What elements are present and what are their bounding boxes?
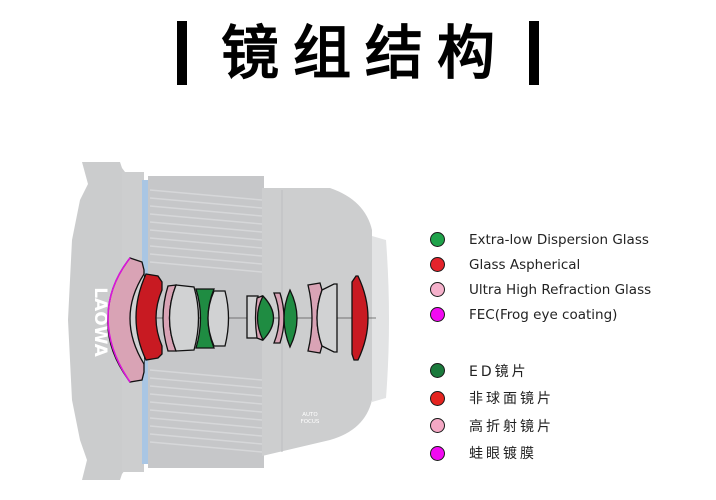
legend-label: 蛙眼镀膜 bbox=[469, 446, 537, 463]
title-left-bar bbox=[176, 21, 187, 85]
pink-circle-icon bbox=[430, 418, 445, 434]
title-right-bar bbox=[529, 21, 539, 85]
red-circle-icon bbox=[430, 257, 445, 272]
legend-item-ed-zh: ED镜片 bbox=[430, 357, 554, 385]
legend-label: 非球面镜片 bbox=[469, 391, 554, 408]
lens-elements bbox=[107, 257, 369, 383]
element-10-uhr bbox=[273, 292, 285, 344]
auto-focus-label-2: FOCUS bbox=[301, 419, 320, 425]
magenta-circle-icon bbox=[430, 307, 445, 322]
legend-item-fec: FEC(Frog eye coating) bbox=[430, 302, 651, 327]
legend-item-aspherical: Glass Aspherical bbox=[430, 252, 651, 277]
element-9-ed bbox=[256, 294, 275, 342]
legend-label: Extra-low Dispersion Glass bbox=[469, 231, 649, 248]
element-14-aspherical bbox=[351, 275, 369, 361]
page-title: 镜组结构 bbox=[0, 12, 716, 94]
lens-mount bbox=[372, 236, 389, 402]
legend-label: ED镜片 bbox=[469, 363, 529, 380]
magenta-circle-icon bbox=[430, 445, 445, 461]
auto-focus-label: AUTO bbox=[302, 412, 318, 418]
legend-item-aspherical-zh: 非球面镜片 bbox=[430, 385, 554, 413]
pink-circle-icon bbox=[430, 282, 445, 297]
legend-label: FEC(Frog eye coating) bbox=[469, 306, 618, 323]
element-4-clear bbox=[168, 284, 200, 352]
element-6-clear bbox=[207, 290, 230, 347]
green-circle-icon bbox=[430, 232, 445, 247]
legend-label: Ultra High Refraction Glass bbox=[469, 281, 652, 298]
legend-item-ed: Extra-low Dispersion Glass bbox=[430, 227, 651, 252]
legend-item-uhr-zh: 高折射镜片 bbox=[430, 412, 554, 440]
focus-ring-ribs bbox=[149, 189, 263, 453]
legend-label: 高折射镜片 bbox=[469, 418, 554, 435]
title-text: 镜组结构 bbox=[220, 19, 509, 87]
legend-item-fec-zh: 蛙眼镀膜 bbox=[430, 440, 554, 468]
green-circle-icon bbox=[430, 363, 445, 379]
legend-chinese: ED镜片 非球面镜片 高折射镜片 蛙眼镀膜 bbox=[430, 357, 554, 467]
red-circle-icon bbox=[430, 390, 445, 406]
fec-coating bbox=[107, 257, 131, 383]
legend-english: Extra-low Dispersion Glass Glass Aspheri… bbox=[430, 227, 651, 327]
element-11-ed bbox=[283, 288, 298, 349]
element-13-clear bbox=[316, 283, 338, 353]
legend-label: Glass Aspherical bbox=[469, 256, 581, 273]
element-2-aspherical bbox=[135, 273, 163, 361]
brand-mark: LAOWA bbox=[90, 287, 110, 357]
legend-item-uhr: Ultra High Refraction Glass bbox=[430, 277, 651, 302]
lens-hood bbox=[68, 162, 125, 480]
